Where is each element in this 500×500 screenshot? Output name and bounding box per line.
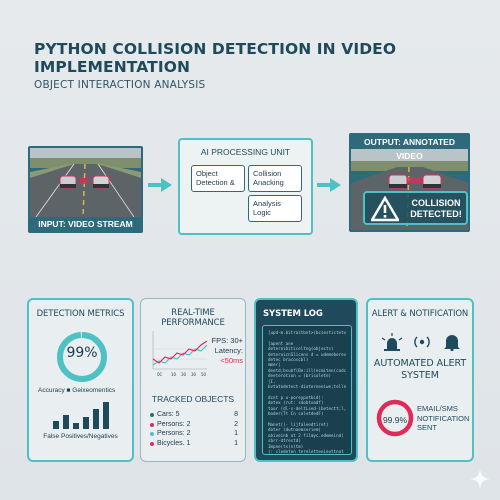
tracked-value: 2 [234,420,238,428]
log-line: deteroicnSlicens d = udemeberevbelt( [268,351,346,357]
tracked-value: 8 [234,411,238,418]
fps-label: FPS: 30+ [211,336,243,345]
log-line: detec bracoscbl) [268,357,309,363]
log-line: [apent ane [268,340,294,346]
detection-metrics-title: DETECTION METRICS [36,309,125,319]
alert-icons [381,333,460,351]
svg-text:0C: 0C [157,372,163,377]
svg-text:30: 30 [181,372,187,377]
accuracy-gauge [57,332,107,382]
input-caption: INPUT: VIDEO STREAM [30,217,141,231]
svg-text:50: 50 [201,372,207,377]
tracked-label: Persons: 2 [157,420,191,428]
tracked-value: 1 [234,439,238,447]
bullet-icon [150,422,154,427]
notification-gauge-value: 99.9% [382,415,408,425]
list-item: Bicycles. 1 1 [150,439,238,449]
svg-text:30: 30 [191,372,197,377]
fps-readout: FPS: 30+ Latency: <50ms [203,336,243,366]
list-item: Persons: 2 2 [150,420,238,430]
log-line: toor (dl-s-deltLsed-ibetectt;l,logirvod) [268,405,346,411]
notification-status: EMAIL/SMS NOTIFICATION SENT [417,404,470,432]
sound-wave-icon [414,336,430,348]
metrics-legend: Accuracy ■ Geixeomentics [38,387,116,394]
log-line: bvtatodetect-dioterneeiwe;telln[e) [268,384,346,390]
output-video-frame: OUTPUT: ANNOTATED VIDEO COLLISION DETECT… [349,133,470,232]
list-item: Cars: 5 8 [150,410,238,420]
warning-icon [371,196,399,222]
list-item: Persons: 2 1 [150,429,238,439]
bullet-icon [150,413,154,417]
bullet-icon [150,441,154,446]
input-video-frame: INPUT: VIDEO STREAM [28,146,143,233]
log-line: [upd-m.bitraitbnt>(bcsestictetvece) [268,330,346,335]
bullet-icon [150,432,154,436]
sparkle-icon [470,469,490,489]
analysis-logic-chip: Analysis Logic [248,195,302,222]
tracked-objects-title: TRACKED OBJECTS [151,394,235,404]
performance-line-chart: 0C 10 30 30 50 [152,331,208,377]
svg-text:10: 10 [171,372,177,377]
ai-processing-unit: AI PROCESSING UNIT Object Detection & Co… [178,138,313,235]
log-line: deteroibiticeltng(objects) [268,346,334,352]
page-title: PYTHON COLLISION DETECTION IN VIDEO IMPL… [34,40,397,76]
beacon-icon [381,333,403,351]
log-line: boder(Tt Cn caletdedF) [268,411,324,417]
log-line: dcnt p u-poreypotbid): [268,394,324,400]
input-road-image [30,148,141,217]
metrics-footer: False Positives/Negatives [43,433,118,440]
tracked-label: Bicycles. 1 [157,439,191,447]
page-subtitle: OBJECT INTERACTION ANALYSIS [34,79,206,91]
log-line: deetd;bsubf(Be:ill)ecmiten(codcdabl) [268,367,346,373]
tracked-value: 1 [234,430,238,437]
collision-alert-text: COLLISION DETECTED! [410,198,462,219]
latency-label: Latency: [214,346,243,355]
log-line: obiveinb ot 2 filmyc.edemeind) [268,432,344,438]
automated-alert-title: AUTOMATED ALERT SYSTEM [373,358,467,381]
alert-notification-panel: ALERT & NOTIFICATION AUTOMATED ALERT SYS… [366,298,474,462]
flow-arrow-icon [148,178,172,192]
collision-tracking-chip: Collision Anacking [248,165,302,192]
object-detection-chip: Object Detection & [191,165,245,192]
tracked-label: Cars: 5 [157,411,180,418]
accuracy-value: 99% [66,345,98,361]
realtime-performance-panel: REAL-TIME PERFORMANCE 0C 10 30 30 50 FPS… [140,298,246,462]
latency-value: <50ms [220,356,243,365]
system-log-panel: SYSTEM LOG [upd-m.bitraitbnt>(bcsesticte… [254,298,358,462]
flow-arrow-icon [317,178,341,192]
detection-metrics-panel: DETECTION METRICS 99% Accuracy ■ Geixeom… [27,298,134,462]
performance-title: REAL-TIME PERFORMANCE [161,308,225,328]
metrics-bar-chart [53,402,109,429]
collision-alert-banner: COLLISION DETECTED! [363,191,468,225]
output-caption: OUTPUT: ANNOTATED VIDEO [351,135,468,161]
notification-gauge [376,399,414,437]
log-line: deeterotion = (bricolete) [268,373,332,379]
tracked-label: Persons: 2 [157,430,191,437]
system-log-title: SYSTEM LOG [263,309,323,319]
alert-title: ALERT & NOTIFICATION [371,309,469,319]
bell-icon [444,335,460,351]
processing-title: AI PROCESSING UNIT [200,147,291,157]
log-line: (: cledeten tereletteeieuttnot [268,448,344,454]
log-line: detex (rut: sdobtoadf) [268,400,324,406]
tracked-objects-list: Cars: 5 8 Persons: 2 2 Persons: 2 1 Bicy… [150,410,238,448]
log-line: mmer| [268,362,281,368]
log-line: Impne(ts(n(tm) [268,443,304,449]
log-line: sbrr-dtrestd) [268,438,301,444]
log-line: doter (dutnaemseriem) [268,427,321,433]
log-line: Manet()- lijfaleedtiret) [268,421,329,427]
system-log-console[interactable]: [upd-m.bitraitbnt>(bcsestictetvece) [ape… [262,325,352,455]
log-line: [I. [268,378,276,384]
